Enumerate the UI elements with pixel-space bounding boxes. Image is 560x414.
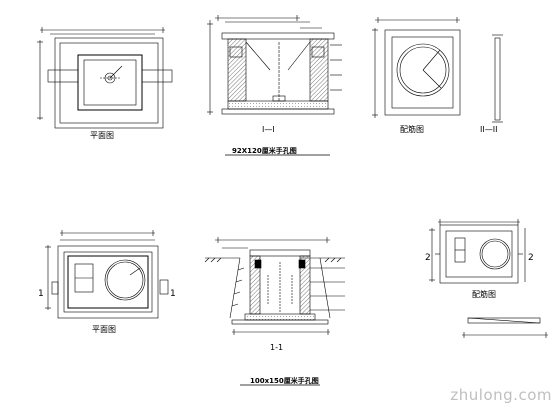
- upper-section-caption: I—I: [262, 125, 275, 134]
- cut-mark-left: 1: [38, 289, 44, 299]
- cut-mark-right: 1: [170, 289, 176, 299]
- upper-drawing-title: 92X120厘米手孔图: [232, 147, 297, 155]
- lower-rebar-view: [429, 219, 548, 338]
- lower-plan-view: [45, 230, 169, 319]
- upper-plan-view: [37, 27, 173, 129]
- lower-rebar-caption: 配筋图: [472, 290, 496, 299]
- upper-rebar-section-caption: II—II: [480, 125, 498, 134]
- upper-rebar-caption: 配筋图: [400, 125, 424, 134]
- upper-plan-caption: 平面图: [90, 131, 114, 140]
- watermark-logo: zhulong.com: [450, 386, 552, 404]
- rebar-cut-mark-left: 2: [425, 253, 431, 263]
- upper-rebar-view: [372, 17, 503, 123]
- lower-drawing-title: 100x150厘米手孔图: [250, 377, 319, 385]
- rebar-cut-mark-right: 2: [528, 253, 534, 263]
- upper-section-view: [207, 15, 342, 115]
- lower-plan-caption: 平面图: [92, 325, 116, 334]
- lower-section-caption: 1-1: [270, 343, 284, 352]
- lower-section-view: [204, 237, 345, 335]
